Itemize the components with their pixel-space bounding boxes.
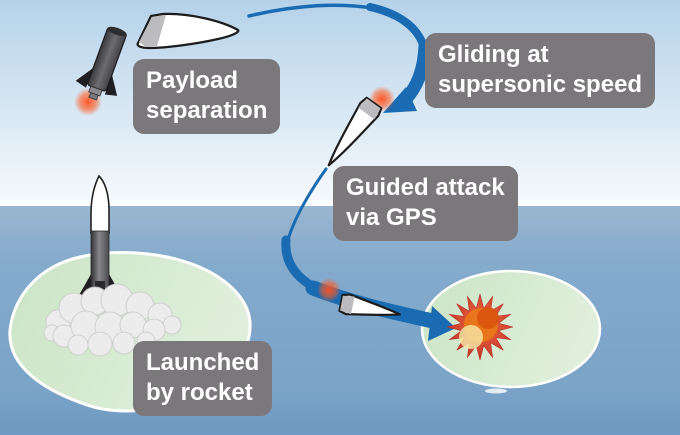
island-shore-highlight	[485, 388, 507, 394]
target-island	[420, 269, 602, 389]
label-line: by rocket	[146, 379, 253, 406]
glider-heat-glow-low	[317, 278, 341, 302]
glide-vehicle-mid-icon	[327, 96, 383, 167]
spent-booster-icon	[74, 26, 127, 116]
smoke-cloud-icon	[43, 283, 182, 357]
label-line: Launched	[146, 349, 260, 376]
explosion-burst-icon	[446, 293, 514, 361]
label-line: Guided attack	[346, 174, 505, 201]
label-line: Payload	[146, 67, 239, 94]
label-line: Gliding at	[438, 41, 549, 68]
label-line: supersonic speed	[438, 71, 643, 98]
label-guided-attack: Guided attack via GPS	[333, 166, 518, 241]
glide-vehicle-top-icon	[136, 12, 240, 50]
label-launched-by-rocket: Launched by rocket	[133, 341, 273, 416]
glide-vehicle-low-icon	[338, 293, 401, 317]
arrowhead-attack	[428, 306, 456, 341]
label-line: via GPS	[346, 204, 437, 231]
label-payload-separation: Payload separation	[133, 59, 281, 134]
label-line: separation	[146, 97, 268, 124]
label-gliding-supersonic: Gliding at supersonic speed	[425, 33, 656, 108]
